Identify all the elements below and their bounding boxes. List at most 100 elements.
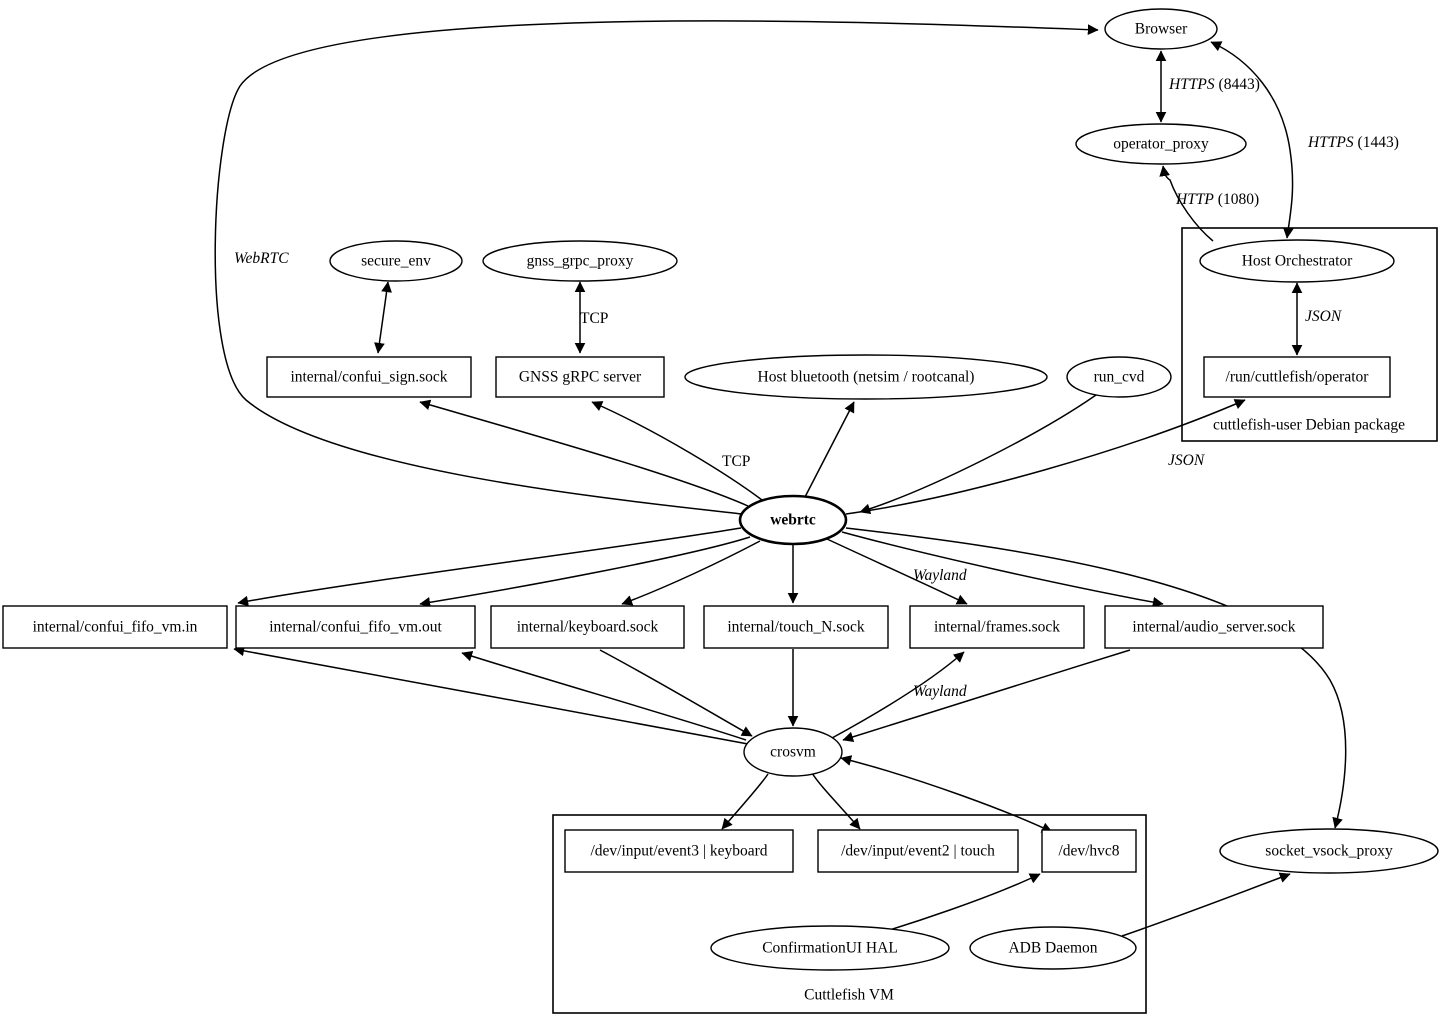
node-gnss-grpc-server[interactable]: GNSS gRPC server [495,356,665,398]
edge-webrtc-run_operator [845,399,1246,515]
node-crosvm[interactable]: crosvm [743,727,843,777]
cluster-debian-package: cuttlefish-user Debian package [1181,227,1438,442]
node-frames-sock[interactable]: internal/frames.sock [909,605,1085,649]
node-touch-sock[interactable]: internal/touch_N.sock [703,605,889,649]
node-browser-label: Browser [1135,21,1188,38]
edge-label-wayland-crosvm: Wayland [913,683,967,700]
node-confui-fifo-vm-out[interactable]: internal/confui_fifo_vm.out [235,605,476,649]
edge-label-http-1080: HTTP (1080) [1175,191,1259,208]
edge-crosvm-event3_keyboard [721,773,769,830]
node-confui-fifo-vm-in-shape[interactable] [2,605,228,649]
node-host-orchestrator-shape[interactable] [1199,239,1395,283]
node-browser-shape[interactable] [1104,8,1218,50]
cluster-debian-label: cuttlefish-user Debian package [1213,417,1405,434]
node-confui-sign-sock-shape[interactable] [266,356,472,398]
node-adb-daemon-label: ADB Daemon [1008,940,1097,957]
node-hvc8[interactable]: /dev/hvc8 [1041,829,1137,873]
edge-label-tcp-gnss: TCP [580,310,608,327]
node-run-cuttlefish-operator[interactable]: /run/cuttlefish/operator [1203,356,1391,398]
node-frames-sock-shape[interactable] [909,605,1085,649]
node-layer: Browser operator_proxy Host Orchestrator… [2,8,1439,971]
edge-webrtc-confui_fifo_vm_out [419,536,751,608]
edge-webrtc-audio_server_sock [841,531,1164,608]
node-confui-fifo-vm-out-shape[interactable] [235,605,476,649]
edge-webrtc-to-browser [214,20,1099,515]
edge-crosvm-frames_sock [831,651,965,739]
edge-crosvm-hvc8 [840,755,1053,833]
edge-crosvm-confui_fifo_vm_in [233,645,749,745]
node-browser[interactable]: Browser [1104,8,1218,50]
edge-label-json-orchestrator: JSON [1305,308,1343,325]
edge-secure_env-confui_sign_sock [374,281,392,354]
node-audio-server-sock-shape[interactable] [1104,605,1324,649]
node-confui-fifo-vm-out-label: internal/confui_fifo_vm.out [269,619,442,636]
edge-webrtc-keyboard_sock [621,540,761,606]
node-webrtc-shape[interactable] [738,494,848,546]
node-host-orchestrator-label: Host Orchestrator [1242,253,1353,270]
node-adb-daemon-shape[interactable] [969,926,1137,970]
edge-audio_server_sock-crosvm [842,649,1131,743]
node-gnss-grpc-proxy-label: gnss_grpc_proxy [527,253,634,270]
edge-label-tcp-webrtc: TCP [722,453,750,470]
node-confui-sign-sock[interactable]: internal/confui_sign.sock [266,356,472,398]
node-operator-proxy[interactable]: operator_proxy [1075,123,1247,165]
node-confui-sign-sock-label: internal/confui_sign.sock [290,369,447,386]
node-secure-env-shape[interactable] [329,240,463,282]
node-confirmationui-hal-shape[interactable] [710,925,950,971]
edge-label-wayland-webrtc: Wayland [913,567,967,584]
node-host-orchestrator[interactable]: Host Orchestrator [1199,239,1395,283]
node-hvc8-shape[interactable] [1041,829,1137,873]
edge-keyboard_sock-crosvm [599,649,753,737]
node-run-cvd[interactable]: run_cvd [1066,356,1172,398]
node-event2-touch[interactable]: /dev/input/event2 | touch [817,829,1019,873]
node-confirmationui-hal-label: ConfirmationUI HAL [762,940,898,957]
node-run-cvd-label: run_cvd [1094,369,1145,386]
edge-layer [214,20,1347,939]
node-socket-vsock-proxy[interactable]: socket_vsock_proxy [1219,828,1439,874]
edge-label-layer: HTTPS (8443) HTTPS (1443) HTTP (1080) JS… [234,76,1399,700]
node-confirmationui-hal[interactable]: ConfirmationUI HAL [710,925,950,971]
node-frames-sock-label: internal/frames.sock [934,619,1060,636]
node-run-cvd-shape[interactable] [1066,356,1172,398]
node-gnss-grpc-proxy-shape[interactable] [482,240,678,282]
node-event2-touch-shape[interactable] [817,829,1019,873]
node-adb-daemon[interactable]: ADB Daemon [969,926,1137,970]
cluster-debian-box [1181,227,1438,442]
node-confui-fifo-vm-in-label: internal/confui_fifo_vm.in [33,619,198,636]
node-event3-keyboard[interactable]: /dev/input/event3 | keyboard [564,829,794,873]
node-audio-server-sock[interactable]: internal/audio_server.sock [1104,605,1324,649]
node-operator-proxy-shape[interactable] [1075,123,1247,165]
node-crosvm-label: crosvm [770,744,816,761]
edge-browser-host_orchestrator [1210,41,1294,239]
node-gnss-grpc-proxy[interactable]: gnss_grpc_proxy [482,240,678,282]
node-socket-vsock-proxy-label: socket_vsock_proxy [1265,843,1393,860]
edge-label-https-1443: HTTPS (1443) [1307,134,1399,151]
node-touch-sock-shape[interactable] [703,605,889,649]
node-crosvm-shape[interactable] [743,727,843,777]
edge-webrtc-confui_sign_sock [419,399,749,507]
node-operator-proxy-label: operator_proxy [1113,136,1209,153]
node-keyboard-sock[interactable]: internal/keyboard.sock [490,605,685,649]
node-secure-env[interactable]: secure_env [329,240,463,282]
node-gnss-grpc-server-label: GNSS gRPC server [519,369,642,386]
edge-crosvm-event2_touch [811,772,861,830]
edge-label-webrtc: WebRTC [234,250,289,267]
node-run-operator-shape[interactable] [1203,356,1391,398]
cluster-vm-label: Cuttlefish VM [804,987,894,1004]
node-gnss-grpc-server-shape[interactable] [495,356,665,398]
node-webrtc[interactable]: webrtc [738,494,848,546]
edge-crosvm-confui_fifo_vm_out [461,650,747,741]
edge-hvc8-confirmationui_hal [869,873,1041,939]
node-hvc8-label: /dev/hvc8 [1058,843,1119,860]
edge-webrtc-confui_fifo_vm_in [237,527,742,607]
node-event3-keyboard-shape[interactable] [564,829,794,873]
node-socket-vsock-proxy-shape[interactable] [1219,828,1439,874]
node-keyboard-sock-shape[interactable] [490,605,685,649]
node-host-bluetooth-shape[interactable] [684,354,1048,400]
node-event2-touch-label: /dev/input/event2 | touch [841,843,995,860]
node-host-bluetooth[interactable]: Host bluetooth (netsim / rootcanal) [684,354,1048,400]
node-event3-keyboard-label: /dev/input/event3 | keyboard [590,843,767,860]
node-confui-fifo-vm-in[interactable]: internal/confui_fifo_vm.in [2,605,228,649]
edge-adb_daemon-socket_vsock_proxy [1121,872,1291,937]
